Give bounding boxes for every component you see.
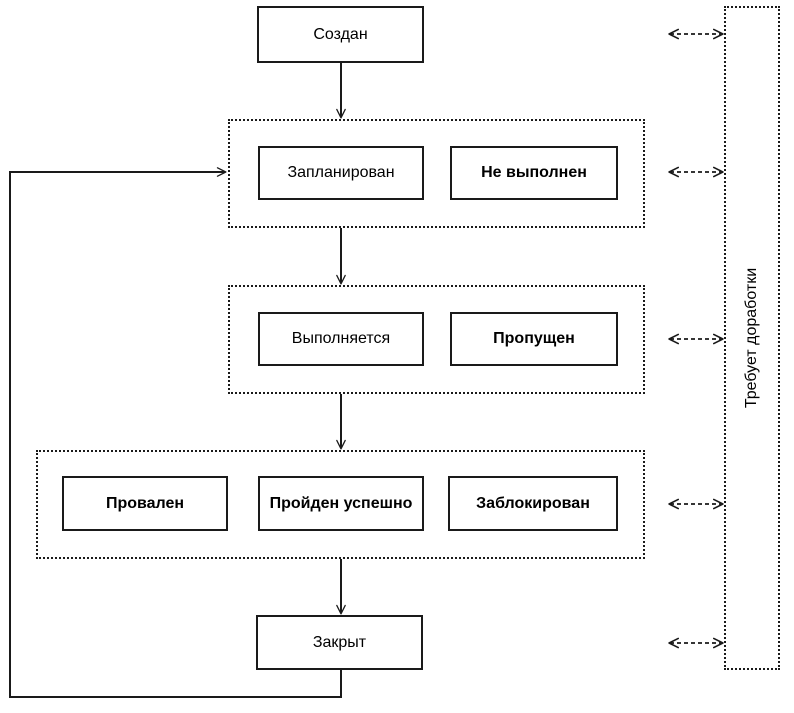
node-passed-label: Пройден успешно bbox=[269, 494, 413, 512]
node-closed[interactable]: Закрыт bbox=[256, 615, 423, 670]
rework-container[interactable]: Требует доработки bbox=[724, 6, 780, 670]
node-blocked[interactable]: Заблокирован bbox=[448, 476, 618, 531]
node-created-label: Создан bbox=[313, 25, 368, 43]
rework-label: Требует доработки bbox=[743, 267, 760, 409]
node-failed[interactable]: Провален bbox=[62, 476, 228, 531]
node-passed[interactable]: Пройден успешно bbox=[258, 476, 424, 531]
group-progress-container bbox=[228, 285, 645, 394]
node-not-run[interactable]: Не выполнен bbox=[450, 146, 618, 200]
node-skipped[interactable]: Пропущен bbox=[450, 312, 618, 366]
node-in-progress-label: Выполняется bbox=[291, 330, 391, 348]
node-closed-label: Закрыт bbox=[312, 633, 367, 651]
node-in-progress[interactable]: Выполняется bbox=[258, 312, 424, 366]
node-created[interactable]: Создан bbox=[257, 6, 424, 63]
node-failed-label: Провален bbox=[105, 494, 185, 512]
node-skipped-label: Пропущен bbox=[493, 330, 575, 348]
group-results-container bbox=[36, 450, 645, 559]
node-not-run-label: Не выполнен bbox=[481, 164, 587, 182]
node-blocked-label: Заблокирован bbox=[476, 494, 590, 512]
group-planned-container bbox=[228, 119, 645, 228]
node-planned[interactable]: Запланирован bbox=[258, 146, 424, 200]
node-planned-label: Запланирован bbox=[287, 164, 395, 182]
